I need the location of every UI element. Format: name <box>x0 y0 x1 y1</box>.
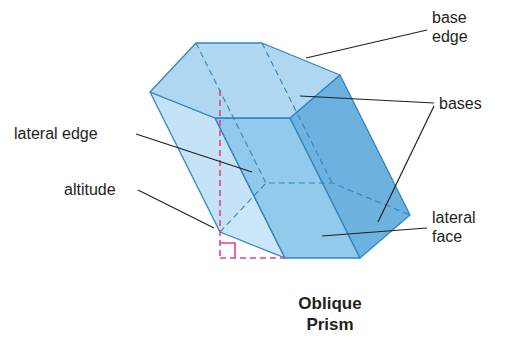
bases-label: bases <box>439 94 509 113</box>
base-edge-label: base edge <box>432 8 488 46</box>
lateral-face-label: lateral face <box>432 208 492 246</box>
figure-caption: Oblique Prism <box>285 293 375 335</box>
lateral-edge-label: lateral edge <box>14 124 134 143</box>
altitude-label: altitude <box>64 180 144 199</box>
